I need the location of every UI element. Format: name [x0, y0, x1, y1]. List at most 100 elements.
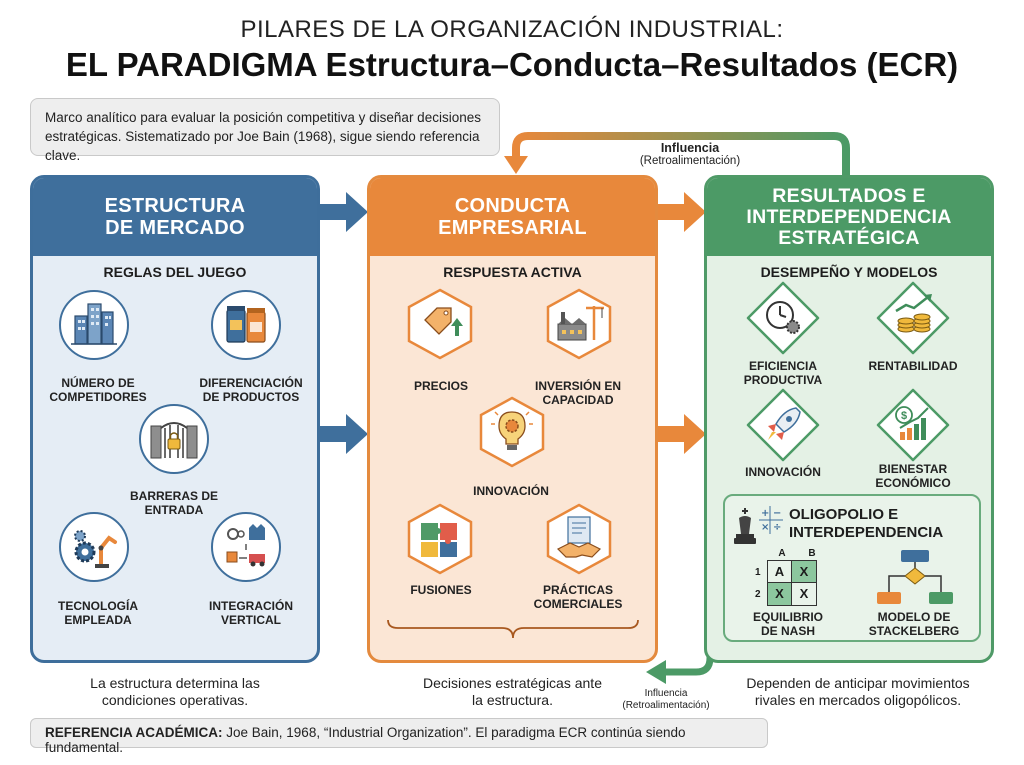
numero-competidores-line-1: NÚMERO DE	[61, 376, 135, 390]
inversion-line-2: CAPACIDAD	[542, 393, 614, 407]
conducta-caption-line-2: la estructura.	[472, 692, 553, 708]
reference-label: REFERENCIA ACADÉMICA:	[45, 725, 223, 740]
integracion-vertical-label: INTEGRACIÓN VERTICAL	[186, 599, 316, 627]
estructura-header-line-1: ESTRUCTURA	[104, 195, 246, 217]
rentabilidad-label: RENTABILIDAD	[848, 359, 978, 373]
fusiones-line-1: FUSIONES	[410, 583, 472, 597]
rocket-icon	[746, 388, 820, 462]
nash-matrix-column-headers: A B	[767, 548, 827, 559]
integracion-line-1: INTEGRACIÓN	[209, 599, 293, 613]
math-symbol-divide: ÷	[773, 522, 781, 533]
feedback-top-subtitle: (Retroalimentación)	[639, 155, 741, 167]
matrix-cell: X	[799, 586, 809, 601]
bienestar-line-1: BIENESTAR	[878, 462, 948, 476]
oligopolio-box: + − × ÷ OLIGOPOLIO E INTERDEPENDENCIA A …	[723, 494, 981, 642]
tecnologia-line-2: EMPLEADA	[64, 613, 132, 627]
product-bags-icon	[211, 290, 281, 360]
eficiencia-productiva-label: EFICIENCIA PRODUCTIVA	[718, 359, 848, 387]
resultados-caption: Dependen de anticipar movimientos rivale…	[710, 675, 1006, 709]
buildings-icon	[59, 290, 129, 360]
conducta-brace	[387, 619, 639, 639]
conducta-header-line-2: EMPRESARIAL	[438, 217, 587, 239]
math-symbol-times: ×	[761, 522, 769, 533]
resultados-column: RESULTADOS E INTERDEPENDENCIA ESTRATÉGIC…	[704, 175, 994, 663]
innovacion-conducta-label: INNOVACIÓN	[446, 484, 576, 498]
eficiencia-line-1: EFICIENCIA	[748, 359, 817, 373]
flow-arrow-conducta-resultados-top	[656, 192, 706, 232]
matrix-row-2: 2	[755, 589, 761, 600]
bienestar-economico-label: BIENESTAR ECONÓMICO	[848, 462, 978, 490]
intro-box: Marco analítico para evaluar la posición…	[30, 98, 500, 163]
price-tag-icon	[407, 288, 473, 360]
flowchart-icon	[877, 550, 953, 604]
dollar-chart-icon: $	[876, 388, 950, 462]
feedback-bottom-title: Influencia	[644, 688, 688, 699]
flow-arrow-estructura-conducta-top	[318, 192, 368, 232]
nash-line-1: EQUILIBRIO	[752, 610, 823, 624]
fusiones-label: FUSIONES	[376, 583, 506, 597]
flow-arrow-estructura-conducta-middle	[318, 414, 368, 454]
conducta-header: CONDUCTA EMPRESARIAL	[370, 178, 655, 256]
resultados-subtitle: DESEMPEÑO Y MODELOS	[760, 264, 938, 280]
nash-matrix-row-headers: 1 2	[755, 562, 761, 606]
stackelberg-line-1: MODELO DE	[877, 610, 951, 624]
bienestar-line-2: ECONÓMICO	[875, 476, 951, 490]
estructura-header: ESTRUCTURA DE MERCADO	[33, 178, 317, 256]
math-symbol-plus: +	[761, 508, 769, 519]
conducta-header-line-1: CONDUCTA	[454, 195, 571, 217]
flow-arrow-conducta-resultados-middle	[656, 414, 706, 454]
title-line-1: PILARES DE LA ORGANIZACIÓN INDUSTRIAL:	[240, 16, 784, 43]
estructura-subtitle: REGLAS DEL JUEGO	[103, 264, 247, 280]
precios-line-1: PRECIOS	[413, 379, 468, 393]
factory-crane-icon	[546, 288, 612, 360]
inversion-capacidad-label: INVERSIÓN EN CAPACIDAD	[513, 379, 643, 407]
practicas-line-1: PRÁCTICAS	[542, 583, 613, 597]
gate-lock-icon	[139, 404, 209, 474]
diferenciacion-line-2: DE PRODUCTOS	[202, 390, 300, 404]
innovacion-resultados-line-1: INNOVACIÓN	[745, 465, 821, 479]
stackelberg-line-2: STACKELBERG	[868, 624, 960, 638]
nash-line-2: DE NASH	[760, 624, 815, 638]
coins-growth-icon	[876, 281, 950, 355]
conducta-column: CONDUCTA EMPRESARIAL RESPUESTA ACTIVA PR…	[367, 175, 658, 663]
innovacion-conducta-line-1: INNOVACIÓN	[473, 484, 549, 498]
estructura-caption-line-2: condiciones operativas.	[101, 692, 249, 708]
estructura-caption-line-1: La estructura determina las	[90, 675, 260, 691]
puzzle-icon	[407, 503, 473, 575]
chess-king-math-icon: + − × ÷	[734, 506, 783, 544]
feedback-top-arrow	[504, 132, 850, 178]
matrix-cell: A	[768, 561, 792, 583]
resultados-caption-line-1: Dependen de anticipar movimientos	[746, 675, 970, 691]
intro-line-1: Marco analítico para evaluar la posición…	[45, 110, 481, 125]
matrix-cell: X	[792, 561, 816, 583]
supply-chain-icon	[211, 512, 281, 582]
equilibrio-nash-label: EQUILIBRIO DE NASH	[733, 610, 843, 638]
integracion-line-2: VERTICAL	[221, 613, 281, 627]
practicas-comerciales-label: PRÁCTICAS COMERCIALES	[513, 583, 643, 611]
eficiencia-line-2: PRODUCTIVA	[743, 373, 823, 387]
estructura-column: ESTRUCTURA DE MERCADO REGLAS DEL JUEGO N…	[30, 175, 320, 663]
intro-line-2: estratégicas. Sistematizado por Joe Bain…	[45, 129, 480, 163]
estructura-caption: La estructura determina las condiciones …	[30, 675, 320, 709]
svg-text:$: $	[901, 410, 907, 422]
tecnologia-empleada-label: TECNOLOGÍA EMPLEADA	[33, 599, 163, 627]
matrix-col-b: B	[808, 548, 816, 559]
barreras-entrada-label: BARRERAS DE ENTRADA	[109, 489, 239, 517]
resultados-header-line-2: INTERDEPENDENCIA	[746, 205, 952, 228]
conducta-caption-line-1: Decisiones estratégicas ante	[423, 675, 602, 691]
reference-text: Joe Bain, 1968, “Industrial Organization…	[45, 725, 686, 755]
matrix-cell: X	[768, 583, 792, 605]
matrix-col-a: A	[778, 548, 786, 559]
rentabilidad-line-1: RENTABILIDAD	[868, 359, 958, 373]
tecnologia-line-1: TECNOLOGÍA	[58, 599, 138, 613]
diferenciacion-productos-label: DIFERENCIACIÓN DE PRODUCTOS	[186, 376, 316, 404]
feedback-bottom-subtitle: (Retroalimentación)	[622, 700, 710, 711]
resultados-header-line-1: RESULTADOS E	[772, 184, 926, 207]
resultados-caption-line-2: rivales en mercados oligopólicos.	[754, 692, 962, 708]
estructura-header-line-2: DE MERCADO	[105, 217, 245, 239]
modelo-stackelberg-label: MODELO DE STACKELBERG	[849, 610, 979, 638]
feedback-top-label: Influencia (Retroalimentación)	[620, 141, 760, 167]
resultados-header: RESULTADOS E INTERDEPENDENCIA ESTRATÉGIC…	[707, 178, 991, 256]
diferenciacion-line-1: DIFERENCIACIÓN	[199, 376, 303, 390]
feedback-top-title: Influencia	[660, 141, 720, 155]
